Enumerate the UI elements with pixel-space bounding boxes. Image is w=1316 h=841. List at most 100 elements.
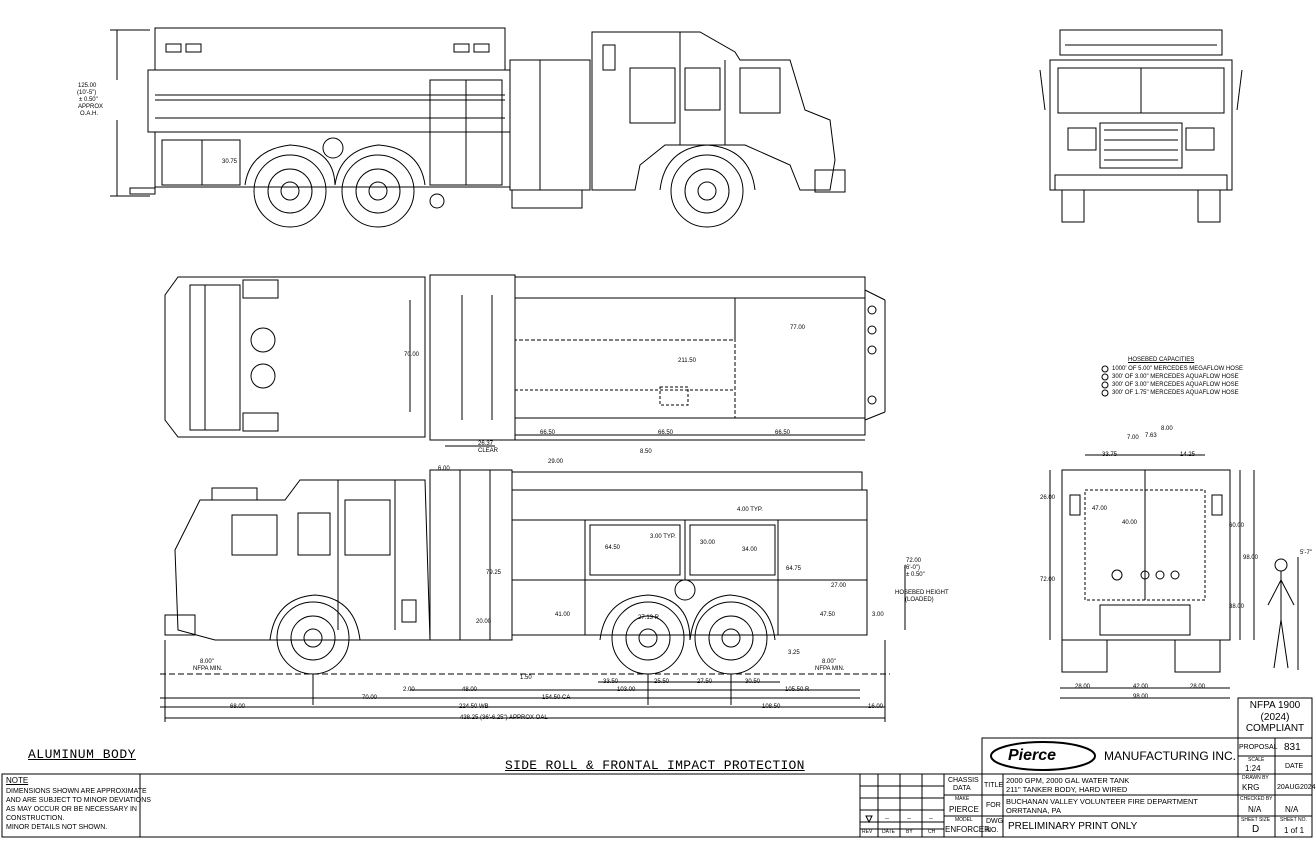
sheet-size-value: D (1252, 824, 1260, 835)
scale-value: 1:24 (1245, 764, 1261, 773)
title-block-frame (1, 697, 1313, 838)
dim-oah-4: APPROX (78, 104, 104, 110)
model-value: ENFORCER (945, 825, 990, 834)
note-line-2: AND ARE SUBJECT TO MINOR DEVIATIONS (6, 797, 151, 804)
title-line-2: 211" TANKER BODY, HARD WIRED (1006, 785, 1128, 794)
rear-view (1049, 454, 1299, 699)
note-line-1: DIMENSIONS SHOWN ARE APPROXIMATE (6, 788, 147, 795)
dim-plan-211: 211.50 (678, 358, 696, 364)
dim-plan-70: 70.00 (404, 352, 420, 358)
dim-33-5: 33.50 (603, 679, 619, 685)
aluminum-body-label: ALUMINUM BODY (28, 747, 136, 762)
rev-ch: -- (929, 816, 933, 822)
dim-3-25: 3.25 (788, 650, 800, 656)
dim-30: 30.00 (700, 540, 716, 546)
note-title: NOTE (6, 776, 29, 785)
dim-plan-66b: 66.50 (658, 430, 674, 436)
pierce-logo: Pierce (1008, 747, 1057, 764)
for-line-1: BUCHANAN VALLEY VOLUNTEER FIRE DEPARTMEN… (1006, 797, 1198, 806)
dwg-number: PRELIMINARY PRINT ONLY (1008, 821, 1138, 832)
dim-68: 68.00 (230, 704, 246, 710)
dim-4-typ: 4.00 TYP. (737, 507, 763, 513)
for-line-2: ORRTANNA, PA (1006, 806, 1062, 815)
plan-view (164, 274, 886, 447)
dim-plan-26: 26.37 (478, 441, 494, 447)
dim-plan-clear: CLEAR (478, 448, 499, 454)
dim-41: 41.00 (555, 612, 571, 618)
rear-dim-72: 72.00 (1040, 577, 1056, 583)
dim-hosebed-height: HOSEBED HEIGHT (895, 590, 949, 596)
front-view (1039, 29, 1243, 223)
rev-header-date: DATE (882, 829, 895, 835)
approved-value: N/A (1285, 805, 1299, 814)
chassis-label-1: CHASSIS (948, 777, 979, 784)
dim-3-typ: 3.00 TYP. (650, 534, 676, 540)
dim-224-5-wb: 224.50 WB (459, 704, 489, 710)
dim-105-5r: 105.50 R (785, 687, 810, 693)
rear-dim-7: 7.00 (1127, 435, 1139, 441)
rev-header-ch: CH (928, 829, 936, 835)
rear-dim-human: 5'-7" (1300, 550, 1312, 556)
proposal-number: 831 (1284, 742, 1301, 753)
hosebed-line-3: 300' OF 3.00" MERCEDES AQUAFLOW HOSE (1112, 382, 1239, 388)
dim-72: 72.00 (906, 558, 922, 564)
dim-nfpa-front: NFPA MIN. (193, 666, 223, 672)
dim-6: 6.00 (438, 466, 450, 472)
rear-dim-60: 60.00 (1229, 523, 1245, 529)
rear-dim-28b: 28.00 (1190, 684, 1206, 690)
dim-plan-77: 77.00 (790, 325, 806, 331)
dim-25-5: 25.50 (654, 679, 670, 685)
dwg-label-1: DWG (986, 818, 1004, 825)
chassis-label-2: DATA (953, 785, 971, 792)
date-value: 20AUG2024 (1277, 784, 1316, 791)
dim-103: 103.00 (617, 687, 636, 693)
make-value: PIERCE (949, 805, 979, 814)
rev-by: -- (907, 816, 911, 822)
dim-plan-8-5: 8.50 (640, 449, 652, 455)
rev-header-rev: REV (862, 829, 873, 835)
title-label: TITLE (984, 782, 1004, 789)
drawn-by-value: KRG (1242, 783, 1260, 792)
hosebed-title: HOSEBED CAPACITIES (1128, 357, 1195, 363)
dim-154-5-ca: 154.50 CA (542, 695, 571, 701)
dim-oal: 438.25 (36'-6.25") APPROX OAL (460, 715, 548, 721)
note-line-4: CONSTRUCTION. (6, 815, 65, 822)
rear-dim-98h: 98.00 (1243, 555, 1259, 561)
dim-3: 3.00 (872, 612, 884, 618)
rear-dim-14-25: 14.25 (1180, 452, 1196, 458)
dim-79-25: 79.25 (486, 570, 502, 576)
dim-oah-2: (10'-5") (77, 90, 97, 96)
dim-48: 48.00 (462, 687, 478, 693)
rev-header-by: BY (906, 829, 913, 835)
dwg-label-2: NO. (986, 827, 999, 834)
dim-16: 16.00 (868, 704, 884, 710)
rear-dim-28a: 28.00 (1075, 684, 1091, 690)
hosebed-symbols (1101, 365, 1109, 397)
rear-dim-8: 8.00 (1161, 426, 1173, 432)
hosebed-line-4: 300' OF 1.75" MERCEDES AQUAFLOW HOSE (1112, 390, 1239, 396)
dim-2: 2.00 (403, 687, 415, 693)
dim-34: 34.00 (742, 547, 758, 553)
side-roll-label: SIDE ROLL & FRONTAL IMPACT PROTECTION (505, 758, 805, 773)
nfpa-line-2: (2024) (1260, 712, 1290, 723)
rear-dim-40: 40.00 (1122, 520, 1138, 526)
date-label: DATE (1285, 763, 1304, 770)
dim-oah-3: ± 0.50" (79, 97, 98, 103)
dim-64-5: 64.50 (605, 545, 621, 551)
hosebed-line-2: 300' OF 3.00" MERCEDES AQUAFLOW HOSE (1112, 374, 1239, 380)
sheet-no-value: 1 of 1 (1284, 826, 1305, 835)
dim-6-0: (6'-0") (904, 565, 920, 571)
rear-dim-7-63: 7.63 (1145, 433, 1157, 439)
nfpa-line-1: NFPA 1900 (1249, 700, 1301, 711)
scale-label: SCALE (1248, 757, 1265, 763)
dim-loaded: (LOADED) (905, 597, 934, 603)
dim-27-13r: 27.13 R (638, 615, 660, 621)
sheet-no-label: SHEET NO. (1280, 817, 1307, 823)
dim-1-5: 1.50 (520, 675, 532, 681)
checked-by-label: CHECKED BY (1240, 796, 1273, 802)
note-line-3: AS MAY OCCUR OR BE NECESSARY IN (6, 806, 137, 813)
dim-8-rear: 8.00" (822, 659, 836, 665)
dim-plan-66a: 66.50 (540, 430, 556, 436)
company-name: MANUFACTURING INC. (1104, 749, 1236, 763)
